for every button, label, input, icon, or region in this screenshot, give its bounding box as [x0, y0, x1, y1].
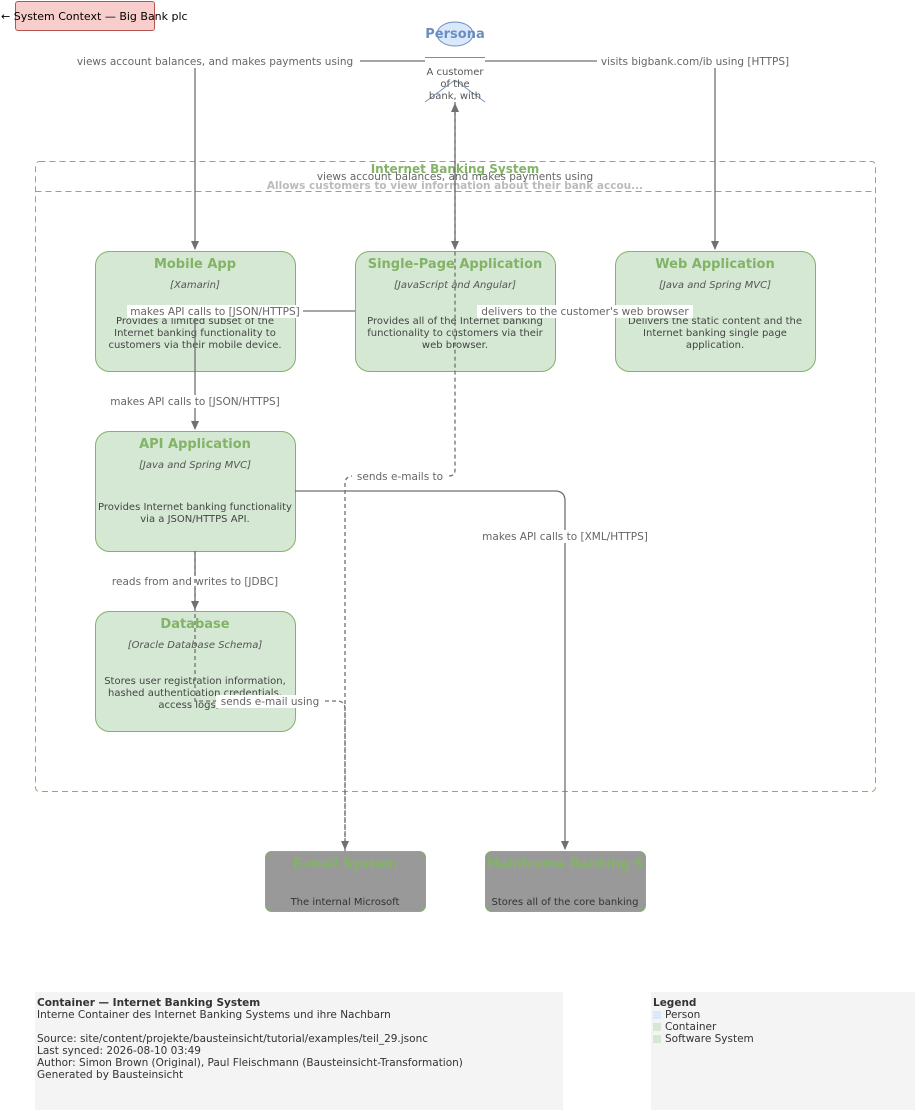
legend-item: Person — [653, 1009, 913, 1021]
edge-person-to-web[interactable]: visits bigbank.com/ib using [HTTPS] — [485, 55, 793, 250]
person-description-line: of the — [440, 79, 469, 90]
container-tech: [Xamarin] — [170, 280, 220, 291]
container-description-line: Provides Internet banking functionality — [98, 502, 292, 513]
container-tech: [Java and Spring MVC] — [659, 280, 771, 291]
edge-api-to-email[interactable]: sends e-mail using — [194, 551, 349, 850]
legend-item: Container — [653, 1021, 913, 1033]
external-mainframe-banking-system[interactable]: Mainframe Banking S Stores all of the co… — [485, 851, 646, 912]
container-name: Single-Page Application — [368, 257, 543, 272]
edge-mobile-to-spa[interactable]: makes API calls to [JSON/HTTPS] — [127, 305, 355, 318]
legend-swatch — [653, 1011, 661, 1019]
person-description-line: A customer — [426, 67, 484, 78]
diagram-info-box: Container — Internet Banking System Inte… — [35, 992, 563, 1110]
container-description-line: Stores user registration information, — [104, 676, 286, 687]
edge-web-to-spa[interactable]: delivers to the customer's web browser — [477, 305, 693, 318]
legend-swatch — [653, 1023, 661, 1031]
legend-item: Software System — [653, 1033, 913, 1045]
diagram-source: Source: site/content/projekte/bausteinsi… — [37, 1033, 429, 1045]
person-description-line: bank, with — [429, 91, 481, 102]
edge-email-to-person[interactable]: sends e-mails to — [344, 103, 459, 851]
container-name: Mobile App — [154, 257, 236, 272]
edge-label: views account balances, and makes paymen… — [77, 56, 353, 68]
edge-label: delivers to the customer's web browser — [481, 306, 689, 318]
container-description-line: functionality to customers via their — [367, 328, 543, 339]
legend: Legend Person Container Software System — [651, 992, 915, 1110]
container-name: Web Application — [655, 257, 774, 272]
external-name: E-mail System — [293, 857, 397, 872]
edge-label: sends e-mail using — [221, 696, 320, 708]
edge-api-to-mainframe[interactable]: makes API calls to [XML/HTTPS] — [295, 490, 652, 850]
container-description-line: via a JSON/HTTPS API. — [140, 514, 249, 525]
external-description-line: Stores all of the core banking — [492, 897, 639, 908]
legend-label: Person — [665, 1009, 701, 1021]
legend-swatch — [653, 1035, 661, 1043]
external-name: Mainframe Banking S — [487, 857, 644, 872]
diagram-subtitle: Interne Container des Internet Banking S… — [37, 1009, 391, 1021]
container-web-application[interactable]: Web Application [Java and Spring MVC] De… — [615, 251, 816, 372]
container-tech: [Java and Spring MVC] — [139, 460, 251, 471]
person-persona[interactable]: Persona A customer of the bank, with — [424, 21, 486, 103]
container-name: API Application — [139, 437, 251, 452]
edge-label: visits bigbank.com/ib using [HTTPS] — [601, 56, 789, 68]
container-description-line: access logs, ... — [158, 700, 231, 711]
diagram-last-synced: Last synced: 2026-08-10 03:49 — [37, 1045, 201, 1057]
external-email-system[interactable]: E-mail System The internal Microsoft — [265, 851, 426, 912]
edge-mobile-to-api[interactable]: makes API calls to [JSON/HTTPS] — [106, 318, 284, 430]
legend-label: Container — [665, 1021, 717, 1033]
diagram-author: Author: Simon Brown (Original), Paul Fle… — [37, 1057, 463, 1069]
edge-person-to-mobile[interactable]: views account balances, and makes paymen… — [70, 55, 425, 250]
back-button-label: ← System Context — Big Bank plc — [1, 10, 188, 23]
legend-label: Software System — [665, 1033, 754, 1045]
container-description-line: application. — [686, 340, 744, 351]
person-name: Persona — [425, 27, 484, 42]
legend-title: Legend — [653, 997, 697, 1009]
diagram-title: Container — Internet Banking System — [37, 997, 261, 1009]
back-to-system-context-button[interactable]: ← System Context — Big Bank plc — [1, 1, 188, 31]
edge-label: sends e-mails to — [357, 471, 443, 483]
container-tech: [JavaScript and Angular] — [394, 280, 516, 291]
edge-label: makes API calls to [XML/HTTPS] — [482, 531, 648, 543]
container-description-line: Delivers the static content and the — [628, 316, 802, 327]
container-api-application[interactable]: API Application [Java and Spring MVC] Pr… — [95, 431, 296, 552]
diagram-generator: Generated by Bausteinsicht — [37, 1069, 184, 1081]
container-description-line: Internet banking single page — [643, 328, 787, 339]
external-description-line: The internal Microsoft — [290, 897, 400, 908]
edge-label: makes API calls to [JSON/HTTPS] — [130, 306, 299, 318]
edge-label: makes API calls to [JSON/HTTPS] — [110, 396, 279, 408]
